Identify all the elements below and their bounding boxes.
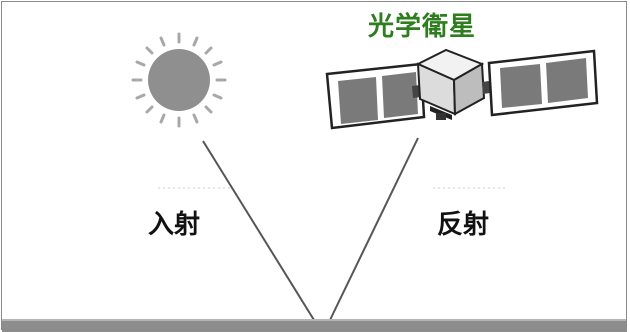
incident-ray: [202, 140, 315, 321]
reflected-ray: [329, 137, 419, 321]
satellite-title: 光学衛星: [368, 12, 477, 42]
sun-icon: [131, 32, 227, 128]
ground-surface: [2, 319, 627, 332]
satellite-icon: [325, 48, 599, 130]
incident-label: 入射: [148, 210, 201, 240]
reflected-label: 反射: [437, 210, 490, 240]
